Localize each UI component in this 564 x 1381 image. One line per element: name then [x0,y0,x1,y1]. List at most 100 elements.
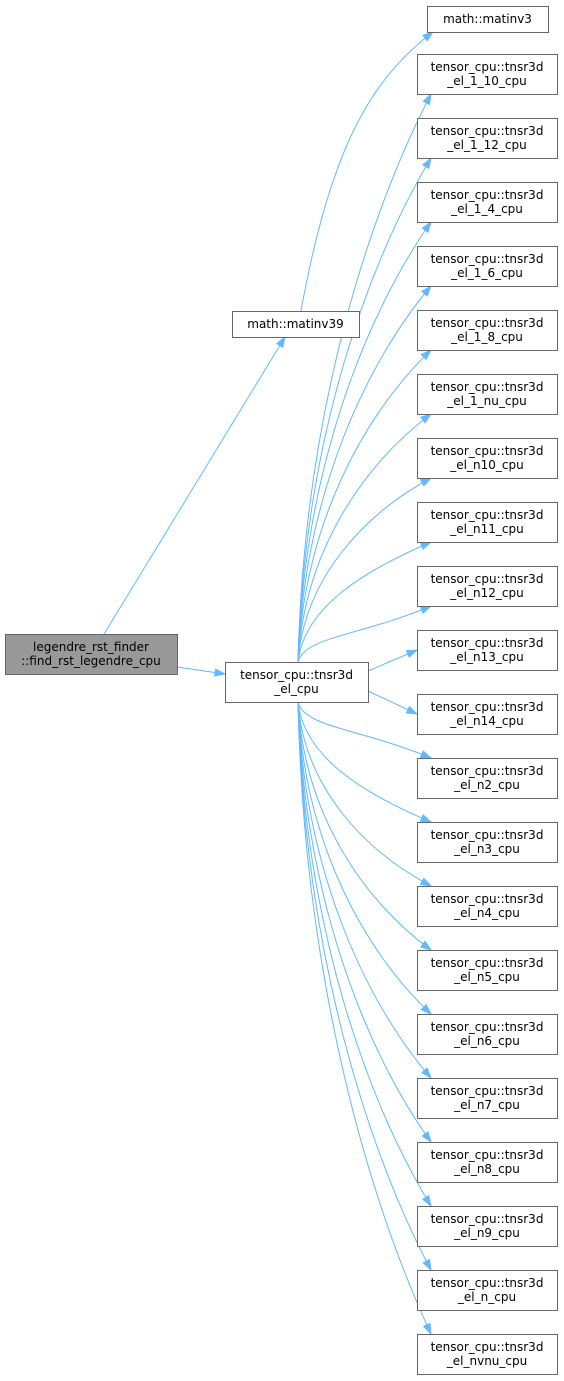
node-box [417,246,558,287]
node-el-1-nu[interactable]: tensor_cpu::tnsr3d_el_1_nu_cpu [417,374,558,415]
node-box [417,566,558,607]
node-box [417,118,558,159]
node-box [427,6,549,33]
edge-tnsr3d_el-to-el_n3-arrowhead [419,814,433,823]
node-label-line: tensor_cpu::tnsr3d [431,956,544,970]
node-label-line: tensor_cpu::tnsr3d [431,1276,544,1290]
node-label-line: _el_n10_cpu [449,458,523,472]
node-box [417,630,558,671]
node-box [417,694,558,735]
node-label-line: _el_n13_cpu [449,650,523,664]
edge-tnsr3d_el-to-el_nvnu [297,701,432,1335]
node-label-line: tensor_cpu::tnsr3d [431,444,544,458]
node-el-n14[interactable]: tensor_cpu::tnsr3d_el_n14_cpu [417,694,558,735]
node-label-line: _el_n5_cpu [453,970,520,984]
edge-tnsr3d_el-to-el_n13-arrowhead [405,649,419,659]
node-label-line: _el_1_4_cpu [450,202,523,216]
node-label-line: tensor_cpu::tnsr3d [431,572,544,586]
node-el-n10[interactable]: tensor_cpu::tnsr3d_el_n10_cpu [417,438,558,479]
node-el-n[interactable]: tensor_cpu::tnsr3d_el_n_cpu [417,1270,558,1311]
edge-tnsr3d_el-to-el_n11-arrowhead [419,541,433,551]
node-label-line: _el_1_10_cpu [446,74,526,88]
node-el-n8[interactable]: tensor_cpu::tnsr3d_el_n8_cpu [417,1142,558,1183]
node-el-n2[interactable]: tensor_cpu::tnsr3d_el_n2_cpu [417,758,558,799]
edge-tnsr3d_el-to-el_n6 [297,701,432,1015]
node-label-line: ::find_rst_legendre_cpu [21,654,161,668]
node-matinv3[interactable]: math::matinv3 [427,6,549,33]
node-label-line: tensor_cpu::tnsr3d [431,828,544,842]
node-label-line: tensor_cpu::tnsr3d [431,380,544,394]
node-label-line: _el_n8_cpu [453,1162,520,1176]
node-box [417,310,558,351]
node-label-line: _el_n6_cpu [453,1034,520,1048]
edge-tnsr3d_el-to-el_n7 [297,701,432,1079]
edge-tnsr3d_el-to-el_n [297,701,432,1271]
node-box [417,1078,558,1119]
edge-tnsr3d_el-to-el_n2-arrowhead [419,750,433,759]
node-box [417,374,558,415]
edge-matinv39-to-matinv3 [300,31,434,312]
node-box [417,54,558,95]
node-root[interactable]: legendre_rst_finder::find_rst_legendre_c… [5,634,178,675]
node-el-n7[interactable]: tensor_cpu::tnsr3d_el_n7_cpu [417,1078,558,1119]
node-el-1-6[interactable]: tensor_cpu::tnsr3d_el_1_6_cpu [417,246,558,287]
node-label-line: tensor_cpu::tnsr3d [431,1084,544,1098]
node-label-line: tensor_cpu::tnsr3d [431,1340,544,1354]
node-matinv39[interactable]: math::matinv39 [232,311,360,338]
edge-tnsr3d_el-to-el_1_10-arrowhead [422,92,432,106]
edge-tnsr3d_el-to-el_n8 [297,701,432,1143]
node-label-line: _el_n3_cpu [453,842,520,856]
node-label-line: tensor_cpu::tnsr3d [431,1020,544,1034]
node-label-line: tensor_cpu::tnsr3d [431,700,544,714]
edge-tnsr3d_el-to-el_n7-arrowhead [420,1067,432,1080]
node-label-line: _el_nvnu_cpu [446,1354,527,1368]
edge-root-to-matinv39 [103,336,286,635]
edge-tnsr3d_el-to-el_1_nu [297,413,432,663]
edge-tnsr3d_el-to-el_n12 [297,605,432,663]
node-el-1-4[interactable]: tensor_cpu::tnsr3d_el_1_4_cpu [417,182,558,223]
node-label-line: _el_n4_cpu [453,906,520,920]
node-el-1-12[interactable]: tensor_cpu::tnsr3d_el_1_12_cpu [417,118,558,159]
edge-tnsr3d_el-to-el_nvnu-arrowhead [422,1322,432,1336]
edges-layer [103,31,435,1336]
node-label-line: _el_cpu [273,682,319,696]
node-label-line: math::matinv3 [443,12,532,26]
node-box [232,311,360,338]
node-box [417,438,558,479]
node-el-n4[interactable]: tensor_cpu::tnsr3d_el_n4_cpu [417,886,558,927]
node-el-n12[interactable]: tensor_cpu::tnsr3d_el_n12_cpu [417,566,558,607]
edge-matinv39-to-matinv3-arrowhead [422,31,435,42]
node-label-line: tensor_cpu::tnsr3d [431,1148,544,1162]
node-label-line: _el_n11_cpu [449,522,523,536]
edge-tnsr3d_el-to-el_n4 [297,701,432,887]
nodes-layer: legendre_rst_finder::find_rst_legendre_c… [5,6,558,1375]
edge-tnsr3d_el-to-el_n4-arrowhead [419,877,433,887]
edge-tnsr3d_el-to-el_1_8 [297,349,432,663]
edge-tnsr3d_el-to-el_n5-arrowhead [420,940,433,951]
edge-tnsr3d_el-to-el_n6-arrowhead [420,1003,433,1016]
node-el-1-8[interactable]: tensor_cpu::tnsr3d_el_1_8_cpu [417,310,558,351]
node-el-n13[interactable]: tensor_cpu::tnsr3d_el_n13_cpu [417,630,558,671]
node-el-1-10[interactable]: tensor_cpu::tnsr3d_el_1_10_cpu [417,54,558,95]
node-label-line: _el_n2_cpu [453,778,520,792]
node-label-line: tensor_cpu::tnsr3d [431,124,544,138]
node-label-line: tensor_cpu::tnsr3d [431,764,544,778]
node-label-line: _el_n_cpu [457,1290,516,1304]
node-label-line: _el_n9_cpu [453,1226,520,1240]
node-label-line: _el_1_6_cpu [450,266,523,280]
edge-tnsr3d_el-to-el_1_4-arrowhead [421,220,432,234]
node-el-n9[interactable]: tensor_cpu::tnsr3d_el_n9_cpu [417,1206,558,1247]
node-el-n6[interactable]: tensor_cpu::tnsr3d_el_n6_cpu [417,1014,558,1055]
node-box [417,182,558,223]
node-label-line: _el_1_12_cpu [446,138,526,152]
node-label-line: tensor_cpu::tnsr3d [431,892,544,906]
node-el-nvnu[interactable]: tensor_cpu::tnsr3d_el_nvnu_cpu [417,1334,558,1375]
node-tnsr3d-el[interactable]: tensor_cpu::tnsr3d_el_cpu [225,662,369,703]
edge-tnsr3d_el-to-el_1_12 [297,157,432,663]
node-box [417,502,558,543]
node-el-n11[interactable]: tensor_cpu::tnsr3d_el_n11_cpu [417,502,558,543]
node-box [5,634,178,675]
node-el-n3[interactable]: tensor_cpu::tnsr3d_el_n3_cpu [417,822,558,863]
node-el-n5[interactable]: tensor_cpu::tnsr3d_el_n5_cpu [417,950,558,991]
